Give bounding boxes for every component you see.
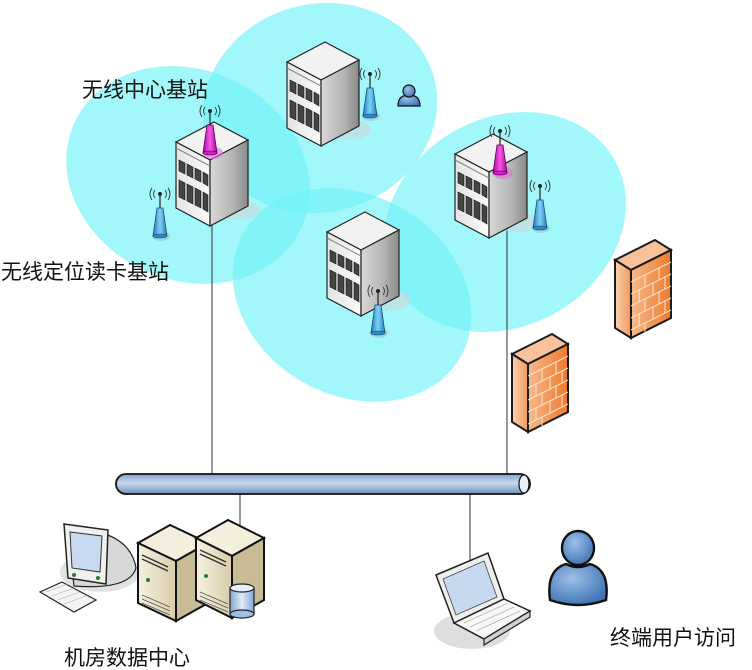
end-user-icon[interactable] xyxy=(548,529,608,607)
label-central-station: 无线中心基站 xyxy=(82,78,208,102)
database-server-icon[interactable] xyxy=(193,518,267,620)
label-data-center: 机房数据中心 xyxy=(64,646,190,670)
desktop-computer-icon[interactable] xyxy=(38,523,140,613)
firewall-icon[interactable] xyxy=(614,239,674,339)
laptop-icon[interactable] xyxy=(434,551,532,649)
label-reader-station: 无线定位读卡基站 xyxy=(1,260,169,284)
label-terminal-access: 终端用户访问 xyxy=(610,626,736,650)
mobile-user-icon xyxy=(397,84,421,107)
network-bus xyxy=(115,473,531,495)
firewall-icon[interactable] xyxy=(511,333,571,433)
database-icon xyxy=(229,583,255,619)
